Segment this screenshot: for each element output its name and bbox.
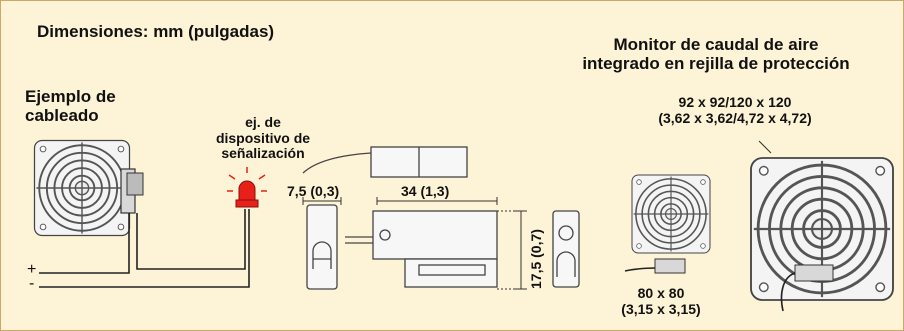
dimension-lines: [302, 197, 527, 290]
signal-label-line-2: dispositivo de: [215, 129, 311, 146]
sensor-front-view: [552, 210, 580, 288]
monitor-title: Monitor de caudal de aire integrado en r…: [541, 35, 891, 73]
small-size-inches: (3,15 x 3,15): [621, 300, 701, 317]
wiring-fan-grille: [33, 139, 131, 237]
wiring-title-line-2: cableado: [25, 106, 99, 126]
minus-terminal-label: -: [29, 275, 35, 292]
wiring-sensor: [120, 168, 144, 214]
small-size-mm: 80 x 80: [637, 285, 685, 301]
plus-terminal-label: +: [27, 261, 37, 278]
large-fan-grille: [749, 140, 895, 312]
small-fan-grille: [624, 174, 711, 274]
signal-lamp: [227, 167, 267, 208]
large-grille-size-label: 92 x 92/120 x 120 (3,62 x 3,62/4,72 x 4,…: [605, 94, 865, 126]
dimensions-title: Dimensiones: mm (pulgadas): [37, 22, 275, 41]
large-size-mm: 92 x 92/120 x 120: [678, 94, 792, 110]
sensor-end-view: [306, 204, 338, 290]
dimension-width-label: 7,5 (0,3): [287, 183, 340, 199]
signal-label-line-1: ej. de: [245, 114, 281, 130]
dimension-length-label: 34 (1,3): [401, 183, 450, 199]
sensor-side-view: [345, 210, 498, 288]
signal-device-label: ej. de dispositivo de señalización: [188, 114, 338, 162]
wiring-lines: [39, 209, 250, 288]
small-grille-size-label: 80 x 80 (3,15 x 3,15): [601, 285, 721, 317]
sensor-top-view: [302, 146, 468, 178]
wiring-title-line-1: Ejemplo de: [25, 87, 116, 106]
wiring-example-title: Ejemplo de cableado: [25, 87, 175, 125]
monitor-title-line-2: integrado en rejilla de protección: [582, 54, 850, 74]
large-size-inches: (3,62 x 3,62/4,72 x 4,72): [658, 109, 812, 126]
signal-label-line-3: señalización: [221, 145, 305, 162]
dimension-height-label: 17,5 (0,7): [528, 229, 544, 289]
monitor-title-line-1: Monitor de caudal de aire: [613, 35, 819, 54]
